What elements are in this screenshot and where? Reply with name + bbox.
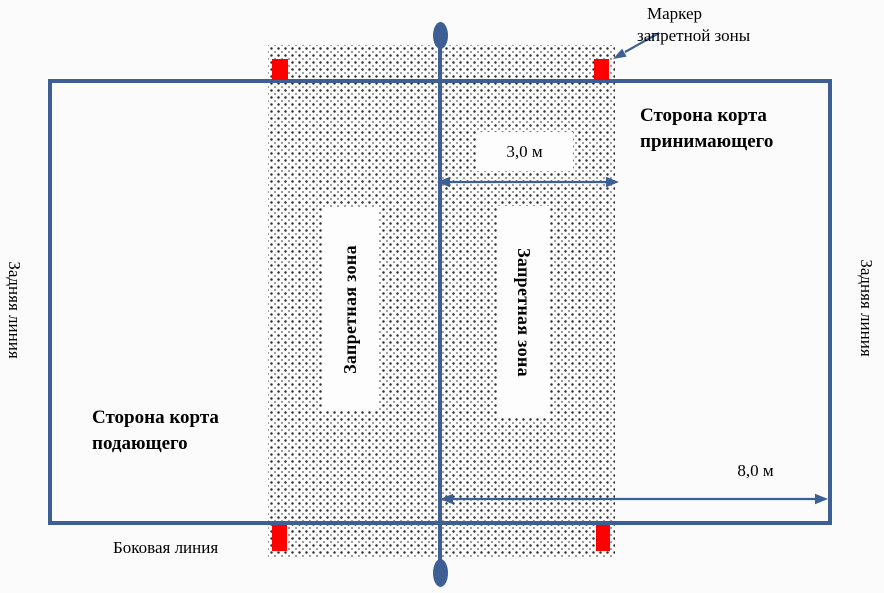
forbidden-zone-label-right: Запретная зона <box>497 206 550 418</box>
forbidden-zone-label-text: Запретная зона <box>514 247 535 377</box>
marker-label: Маркер запретной зоны <box>637 4 751 46</box>
net-post-top-icon <box>433 22 448 49</box>
net-post-bottom-icon <box>433 559 448 587</box>
dimension-8m-label: 8,0 м <box>737 461 774 480</box>
server-side-label: Сторона корта подающего <box>92 407 219 454</box>
receiver-side-label: Сторона корта принимающего <box>640 105 774 152</box>
forbidden-zone-label-text: Запретная зона <box>339 244 360 374</box>
forbidden-zone-label-left: Запретная зона <box>322 207 378 411</box>
back-line-label-right: Задняя линия <box>857 259 876 357</box>
forbidden-zone-marker-top-left <box>272 59 288 80</box>
forbidden-zone-marker-bottom-right <box>596 525 610 551</box>
forbidden-zone-marker-bottom-left <box>272 525 287 551</box>
dimension-3m-value: 3,0 м <box>506 141 543 161</box>
back-line-label-left: Задняя линия <box>5 261 24 359</box>
forbidden-zone-marker-top-right <box>594 59 609 80</box>
center-line <box>438 47 442 561</box>
dimension-3m-label: 3,0 м <box>476 132 573 171</box>
side-line-label: Боковая линия <box>113 538 219 557</box>
